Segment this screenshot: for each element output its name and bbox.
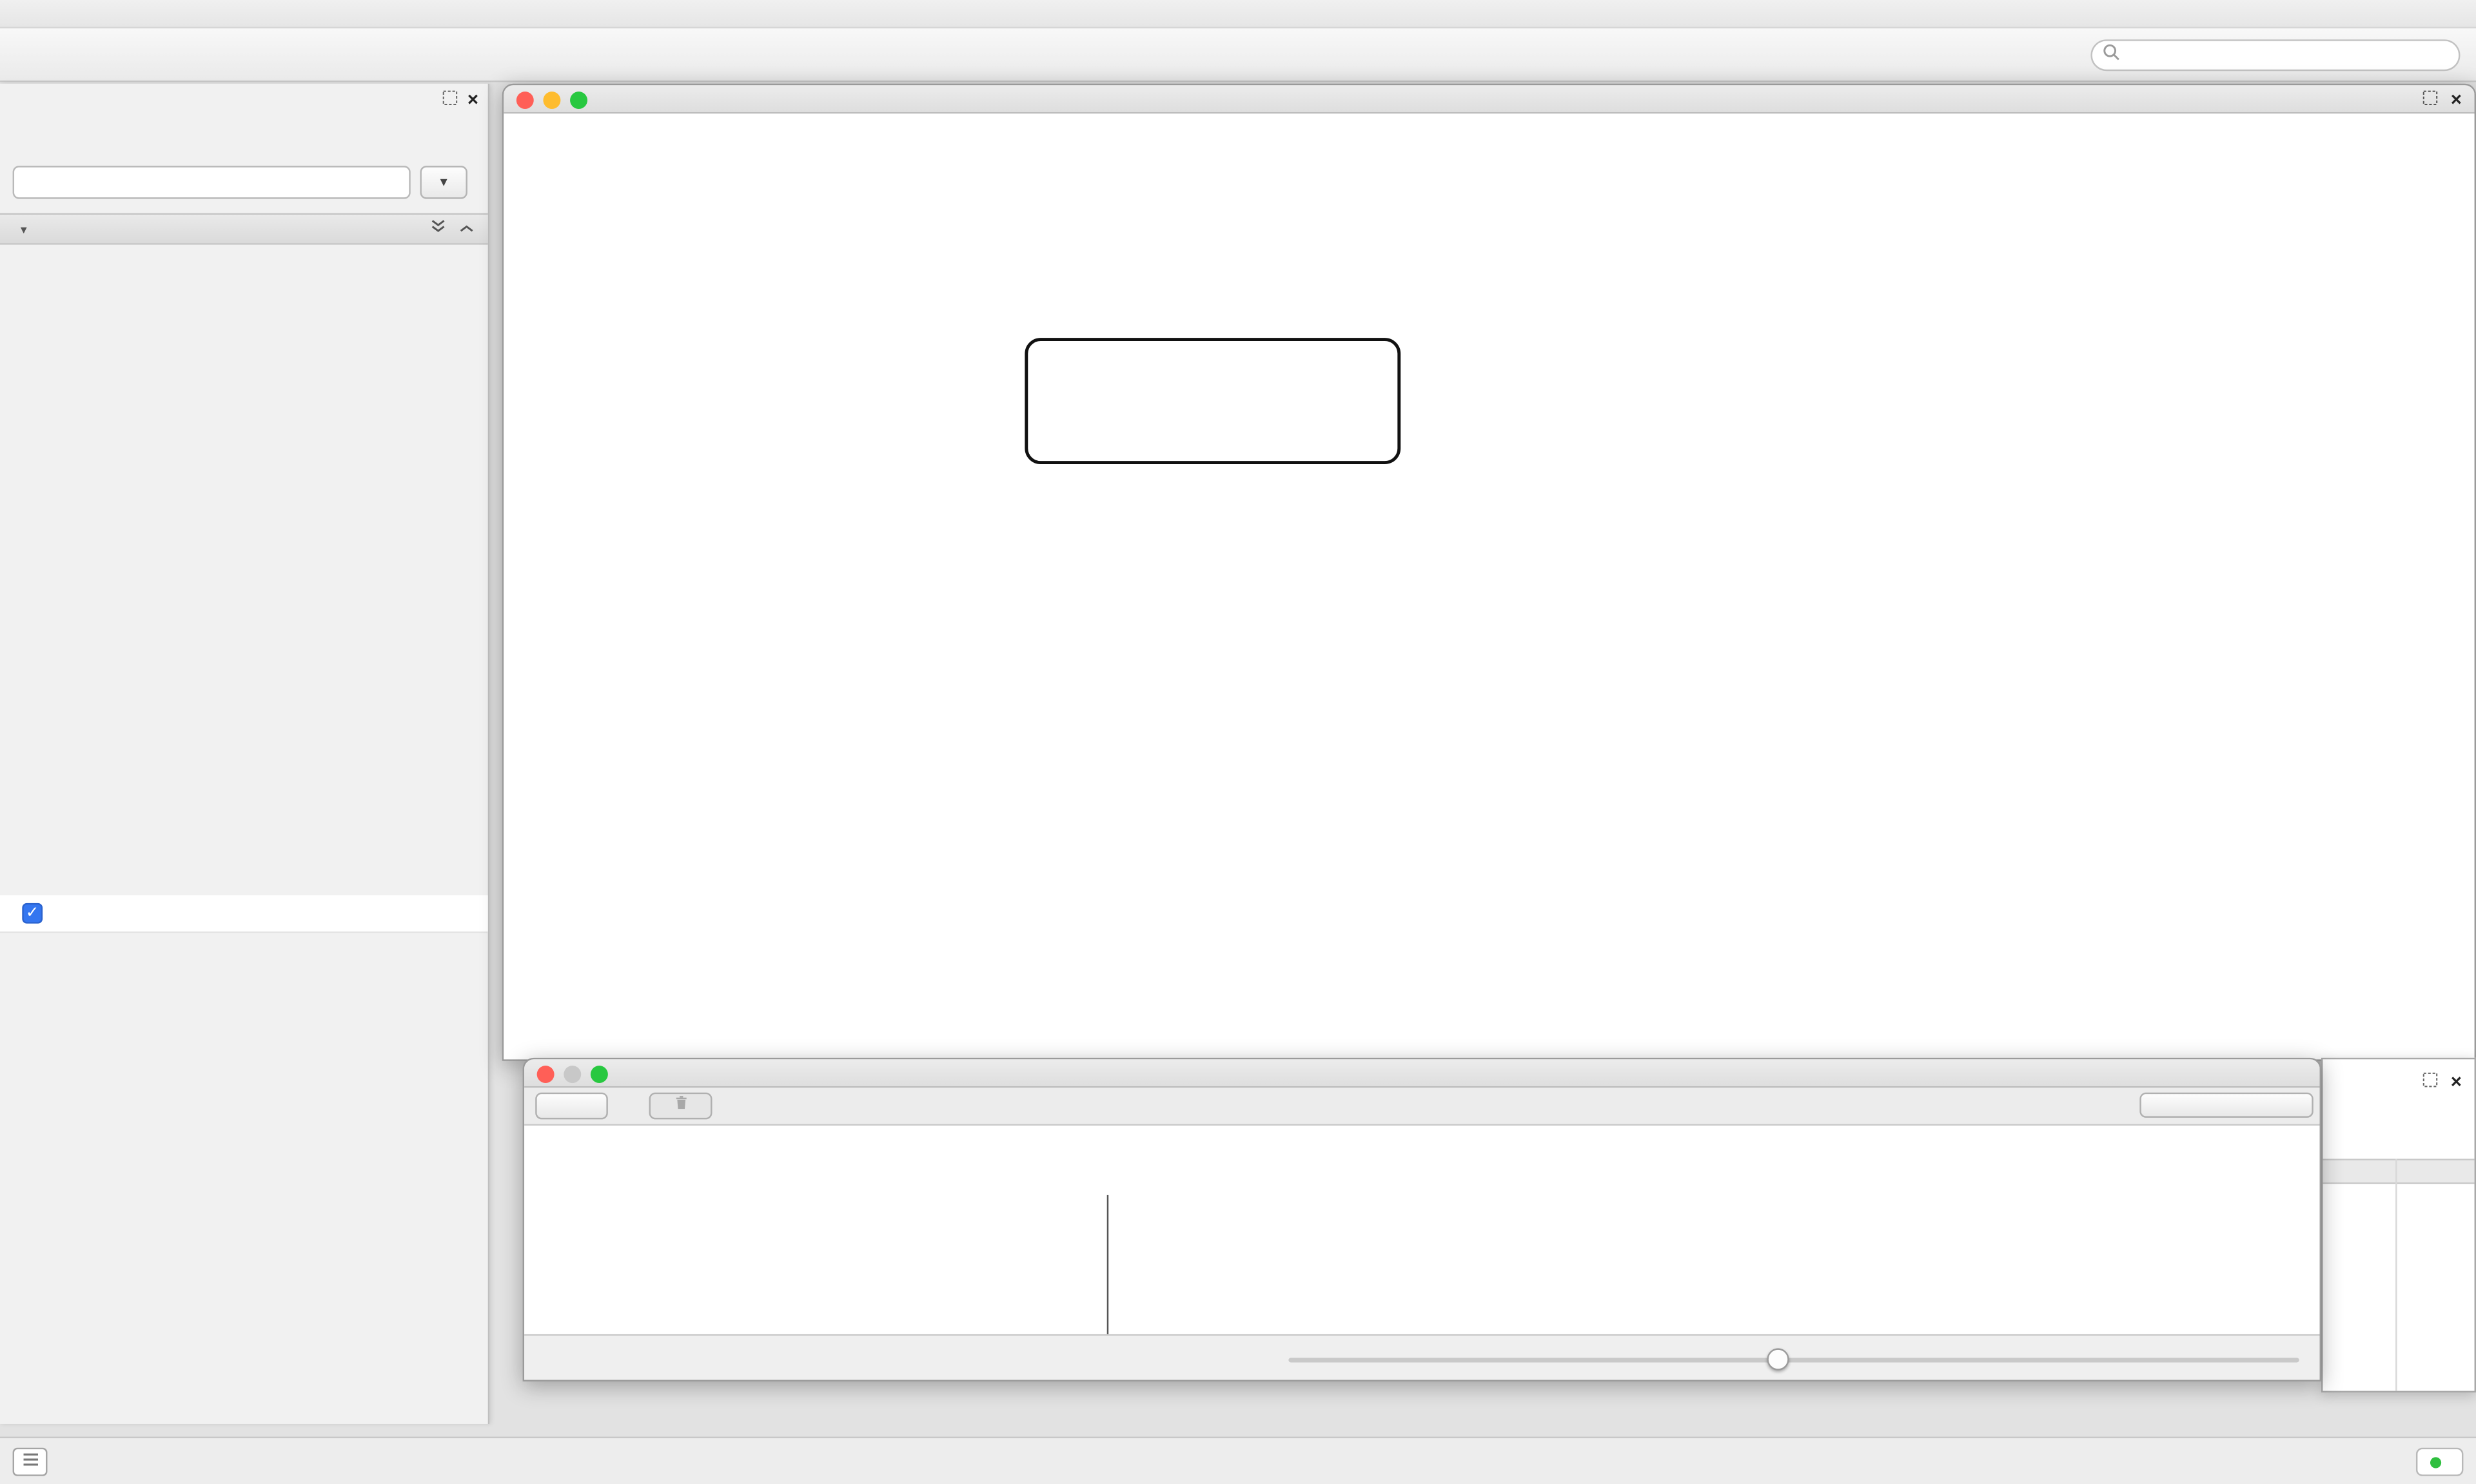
close-traffic-light[interactable] — [536, 1064, 555, 1082]
network-window-titlebar[interactable]: × — [504, 85, 2475, 114]
add-frame-button[interactable] — [535, 1092, 608, 1120]
panel-toggle-button[interactable] — [12, 1447, 48, 1476]
trash-icon — [671, 1091, 691, 1120]
network-canvas[interactable] — [504, 113, 2476, 1060]
memory-status-dot — [2430, 1456, 2442, 1468]
timeline[interactable] — [524, 1126, 2320, 1341]
results-header-row — [2323, 1158, 2475, 1184]
minimize-traffic-light[interactable] — [564, 1064, 582, 1082]
clear-all-frames-button[interactable] — [2139, 1092, 2314, 1118]
playback-controls — [524, 1334, 2320, 1380]
search-input[interactable] — [2120, 43, 2459, 68]
search-icon — [2102, 41, 2121, 70]
zoom-traffic-light[interactable] — [590, 1064, 608, 1082]
close-icon[interactable]: × — [2450, 88, 2462, 111]
control-panel: × ▾ ▾ ✓ — [0, 83, 490, 1424]
close-icon[interactable]: × — [467, 88, 479, 111]
cyanimator-titlebar[interactable] — [524, 1059, 2320, 1088]
network-window: × — [502, 83, 2476, 1061]
lock-size-checkbox[interactable]: ✓ — [22, 903, 43, 924]
statusbar — [0, 1436, 2476, 1484]
slider-thumb[interactable] — [1767, 1348, 1789, 1371]
close-icon[interactable]: × — [2450, 1070, 2462, 1093]
style-dropdown[interactable] — [12, 166, 411, 199]
memory-button[interactable] — [2415, 1447, 2464, 1476]
network-canvas-svg — [504, 113, 2476, 1060]
zoom-traffic-light[interactable] — [570, 90, 588, 108]
results-panel: × — [2321, 1057, 2476, 1393]
close-traffic-light[interactable] — [516, 90, 534, 108]
column-divider — [2395, 1158, 2397, 1391]
main-toolbar — [0, 28, 2476, 83]
delete-frame-button[interactable] — [649, 1091, 712, 1120]
collapse-all-icon[interactable] — [429, 218, 447, 240]
properties-menu-caret-icon: ▾ — [20, 222, 27, 237]
properties-header[interactable]: ▾ — [0, 213, 488, 245]
cyanimator-toolbar — [524, 1088, 2320, 1126]
annotation-box[interactable] — [1025, 338, 1401, 465]
chevron-down-icon: ▾ — [440, 173, 447, 190]
control-panel-header: × — [0, 84, 488, 115]
minimize-traffic-light[interactable] — [543, 90, 561, 108]
search-box[interactable] — [2090, 39, 2461, 72]
float-window-icon[interactable] — [442, 89, 458, 110]
list-icon — [20, 1448, 41, 1476]
float-window-icon[interactable] — [2422, 89, 2438, 110]
animation-speed-slider[interactable] — [1288, 1358, 2299, 1363]
float-window-icon[interactable] — [2422, 1068, 2438, 1096]
cyanimator-window — [522, 1057, 2322, 1381]
expand-all-icon[interactable] — [458, 218, 475, 240]
playhead[interactable] — [1106, 1195, 1109, 1341]
style-options-button[interactable]: ▾ — [420, 166, 467, 199]
session-titlebar[interactable] — [0, 0, 2476, 29]
lock-size-row: ✓ — [0, 895, 488, 933]
